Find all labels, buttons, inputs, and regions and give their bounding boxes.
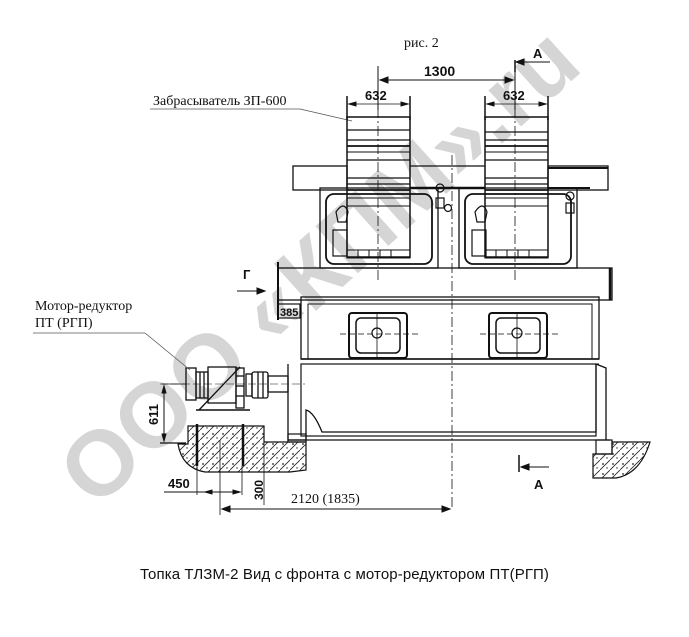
dim-611 bbox=[161, 383, 186, 443]
dim-385-label: 385 bbox=[280, 307, 298, 319]
dim-632-right-label: 632 bbox=[503, 88, 525, 103]
dim-632-right bbox=[484, 96, 549, 120]
section-a-top-label: А bbox=[533, 46, 543, 61]
dim-2120 bbox=[219, 440, 452, 515]
dim-450 bbox=[164, 466, 243, 495]
dim-300-label: 300 bbox=[252, 480, 266, 500]
motor-callout-line2: ПТ (РГП) bbox=[35, 316, 93, 331]
dim-1300 bbox=[377, 66, 516, 110]
dim-632-left-label: 632 bbox=[365, 88, 387, 103]
section-a-bottom-marker bbox=[518, 455, 549, 472]
furnace-lower-body bbox=[287, 363, 613, 455]
foundation-right bbox=[592, 441, 651, 479]
dim-385-box bbox=[277, 303, 301, 319]
motor-callout-line1: Мотор-редуктор bbox=[35, 299, 132, 314]
foundation-left bbox=[160, 424, 307, 473]
spreader-housings bbox=[319, 183, 578, 269]
section-a-bottom-label: А bbox=[534, 477, 544, 492]
watermark: ООО «КПМ».ru bbox=[40, 8, 598, 525]
svg-text:ООО «КПМ».ru: ООО «КПМ».ru bbox=[40, 8, 598, 525]
dim-2120-label: 2120 (1835) bbox=[291, 492, 360, 507]
motor-leader-line bbox=[33, 332, 191, 371]
dim-450-label: 450 bbox=[168, 476, 190, 491]
view-g-label: Г bbox=[243, 267, 251, 282]
figure-label: рис. 2 bbox=[404, 36, 439, 51]
dim-611-label: 611 bbox=[146, 404, 161, 425]
dim-632-left bbox=[346, 96, 411, 120]
center-lines bbox=[377, 90, 516, 510]
spreader-leader-line bbox=[150, 108, 353, 122]
dim-1300-label: 1300 bbox=[424, 63, 455, 79]
view-g-arrow bbox=[237, 287, 267, 295]
figure-caption: Топка ТЛЗМ-2 Вид с фронта с мотор-редукт… bbox=[139, 566, 550, 583]
spreader-callout-label: Забрасыватель ЗП-600 bbox=[153, 94, 286, 109]
